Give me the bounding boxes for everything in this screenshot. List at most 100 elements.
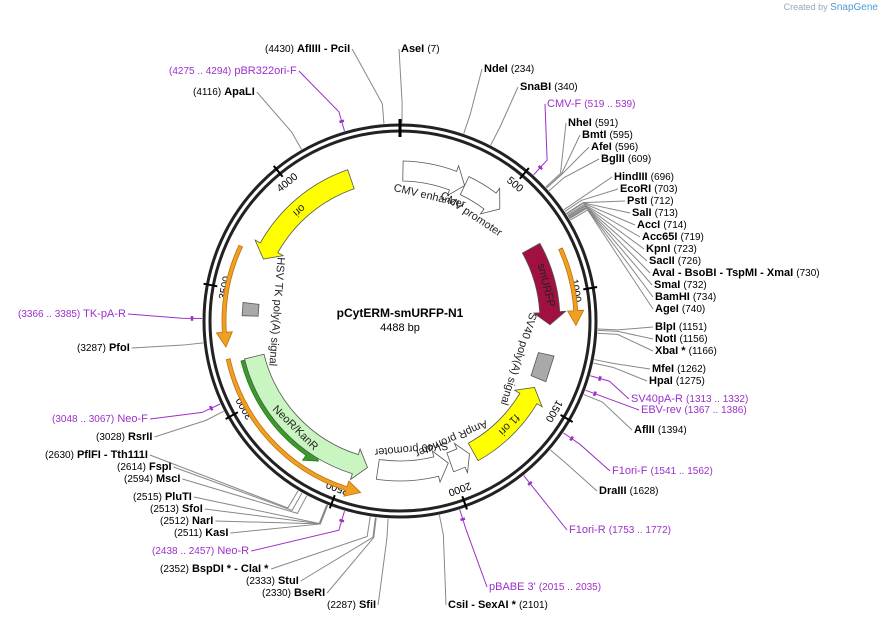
primer-mark-neo-r xyxy=(339,518,345,523)
feature-sv40-promoter[interactable] xyxy=(375,450,449,484)
site-sfoi[interactable]: (2513) SfoI xyxy=(150,503,203,515)
primer-neo-r[interactable]: (2438 .. 2457) Neo-R xyxy=(152,545,249,557)
site-hindiii[interactable]: HindIII (696) xyxy=(614,171,674,183)
feature-f1-ori[interactable] xyxy=(467,387,543,462)
site-psti[interactable]: PstI (712) xyxy=(627,195,674,207)
site-bmti[interactable]: BmtI (595) xyxy=(582,129,633,141)
site-leader-rsrii xyxy=(154,410,224,438)
site-pluti[interactable]: (2515) PluTI xyxy=(133,491,192,503)
name: SV40pA-R xyxy=(631,393,683,405)
site-leader-acc65i xyxy=(567,203,641,238)
primer-neo-f[interactable]: (3048 .. 3067) Neo-F xyxy=(52,413,148,425)
name: EBV-rev xyxy=(641,404,682,416)
site-stui[interactable]: (2333) StuI xyxy=(246,575,299,587)
position: (596) xyxy=(615,142,638,153)
site-hpai[interactable]: HpaI (1275) xyxy=(649,375,705,387)
site-draiii[interactable]: DraIII (1628) xyxy=(599,485,658,497)
feature-ampr-promoter[interactable] xyxy=(446,442,470,475)
site-mfei[interactable]: MfeI (1262) xyxy=(652,363,706,375)
site-pflfi[interactable]: (2630) PflFI - Tth111I xyxy=(45,449,148,461)
name: SacII xyxy=(649,255,675,267)
site-leader-aflii xyxy=(583,394,633,431)
primer-mark-f1ori-f xyxy=(569,435,574,442)
primer-f1ori-f[interactable]: F1ori-F (1541 .. 1562) xyxy=(612,465,713,477)
site-sali[interactable]: SalI (713) xyxy=(632,207,678,219)
site-snabi[interactable]: SnaBI (340) xyxy=(520,81,578,93)
position: (3048 .. 3067) xyxy=(52,414,114,425)
position: (3366 .. 3385) xyxy=(18,309,80,320)
name: - ClaI * xyxy=(231,563,269,575)
site-sacii[interactable]: SacII (726) xyxy=(649,255,701,267)
name: SalI xyxy=(632,207,652,219)
feature-ori[interactable] xyxy=(254,169,355,260)
site-pfoi[interactable]: (3287) PfoI xyxy=(77,342,130,354)
feature-cmv-promoter[interactable] xyxy=(459,176,501,215)
primer-sv40pa-r[interactable]: SV40pA-R (1313 .. 1332) xyxy=(631,393,748,405)
site-leader-stui xyxy=(300,517,376,582)
primer-f1ori-r[interactable]: F1ori-R (1753 .. 1772) xyxy=(569,524,671,536)
site-leader-lines xyxy=(127,48,654,606)
name: Acc65I xyxy=(642,231,677,243)
name: - BsoBI - TspMI - XmaI xyxy=(675,267,793,279)
site-leader-ecori xyxy=(564,188,619,212)
site-bamhi[interactable]: BamHI (734) xyxy=(655,291,716,303)
site-kasi[interactable]: (2511) KasI xyxy=(174,527,228,539)
site-apali[interactable]: (4116) ApaLI xyxy=(193,86,255,98)
name: AfIIII xyxy=(297,43,321,55)
primer-pbr322ori-f[interactable]: (4275 .. 4294) pBR322ori-F xyxy=(169,65,297,77)
site-noti[interactable]: NotI (1156) xyxy=(655,333,708,345)
feature-sv40-polya[interactable] xyxy=(530,352,555,383)
name: F1ori-F xyxy=(612,465,648,477)
site-smai[interactable]: SmaI (732) xyxy=(654,279,707,291)
site-blpi[interactable]: BlpI (1151) xyxy=(655,321,707,333)
site-kpni[interactable]: KpnI (723) xyxy=(646,243,697,255)
site-nhei[interactable]: NheI (591) xyxy=(568,117,618,129)
site-acci[interactable]: AccI (714) xyxy=(637,219,687,231)
position: (340) xyxy=(554,82,577,93)
site-asei[interactable]: AseI (7) xyxy=(401,43,440,55)
primer-ebv-rev[interactable]: EBV-rev (1367 .. 1386) xyxy=(641,404,747,416)
position: (730) xyxy=(796,268,819,279)
site-fspi[interactable]: (2614) FspI xyxy=(117,461,172,473)
position: (719) xyxy=(681,232,704,243)
site-nari[interactable]: (2512) NarI xyxy=(160,515,213,527)
name: NotI xyxy=(655,333,676,345)
site-bglii[interactable]: BglII (609) xyxy=(601,153,651,165)
site-afiiii[interactable]: (4430) AfIIII - PciI xyxy=(265,43,350,55)
position: (2330) xyxy=(262,588,291,599)
site-xbai[interactable]: XbaI * (1166) xyxy=(655,345,717,357)
site-msci[interactable]: (2594) MscI xyxy=(124,473,180,485)
site-ecori[interactable]: EcoRI (703) xyxy=(620,183,678,195)
position: (1541 .. 1562) xyxy=(651,466,713,477)
site-leader-pfoi xyxy=(131,342,204,349)
site-leader-blpi xyxy=(597,326,654,331)
primer-cmv-f[interactable]: CMV-F (519 .. 539) xyxy=(547,98,635,110)
feature-hsv-tk-polya[interactable] xyxy=(241,302,260,317)
site-leader-bspdi xyxy=(270,516,371,570)
name: BmtI xyxy=(582,129,606,141)
site-bspdi[interactable]: (2352) BspDI * - ClaI * xyxy=(160,563,269,575)
primer-mark-neo-f xyxy=(209,405,214,411)
feature-neor-kanr[interactable] xyxy=(244,353,368,481)
site-ndei[interactable]: NdeI (234) xyxy=(484,63,534,75)
position: (703) xyxy=(654,184,677,195)
site-csii[interactable]: CsiI - SexAI * (2101) xyxy=(448,599,548,611)
primer-pbabe-3[interactable]: pBABE 3' (2015 .. 2035) xyxy=(489,581,601,593)
site-bseri[interactable]: (2330) BseRI xyxy=(262,587,325,599)
site-leader-acci xyxy=(566,202,636,226)
site-aflii[interactable]: AflII (1394) xyxy=(634,424,687,436)
site-sfii[interactable]: (2287) SfiI xyxy=(327,599,376,611)
primer-mark-sv40pa-r xyxy=(598,375,602,382)
position: (726) xyxy=(678,256,701,267)
feature-smurfp[interactable] xyxy=(521,242,567,326)
site-leader-noti xyxy=(597,329,654,340)
site-acc65i[interactable]: Acc65I (719) xyxy=(642,231,704,243)
name: - Tth111I xyxy=(101,449,148,461)
site-rsrii[interactable]: (3028) RsrII xyxy=(96,431,152,443)
site-agei[interactable]: AgeI (740) xyxy=(655,303,705,315)
position: (2101) xyxy=(519,600,548,611)
site-avai[interactable]: AvaI - BsoBI - TspMI - XmaI (730) xyxy=(652,267,820,279)
plasmid-length: 4488 bp xyxy=(380,322,420,334)
primer-tk-pa-r[interactable]: (3366 .. 3385) TK-pA-R xyxy=(18,308,126,320)
site-afei[interactable]: AfeI (596) xyxy=(591,141,638,153)
